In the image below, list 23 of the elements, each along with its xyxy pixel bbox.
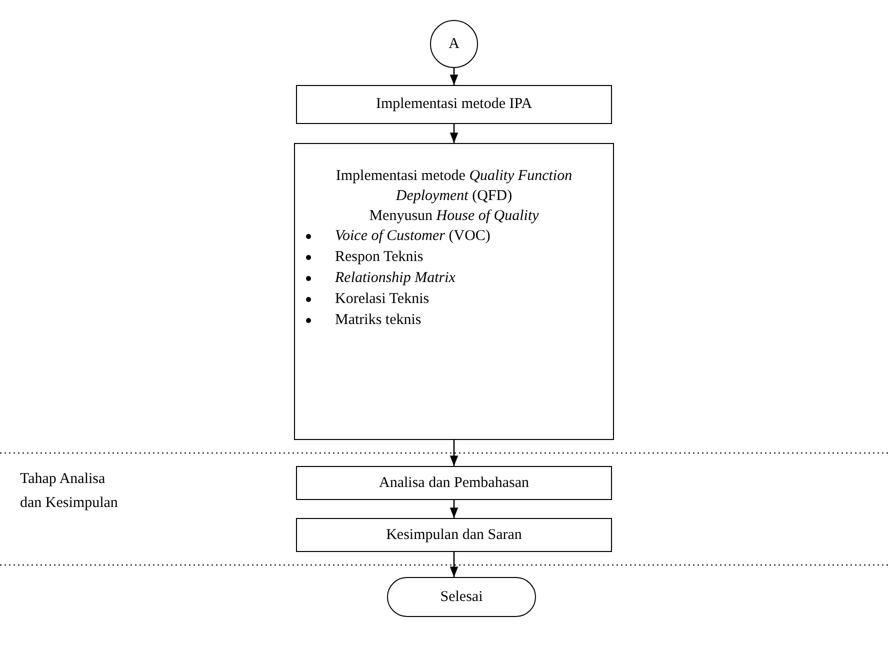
bullet-item: Korelasi Teknis: [335, 290, 430, 309]
process-box: [296, 85, 612, 124]
arrow: [450, 552, 458, 577]
bullet-item: Matriks teknis: [335, 311, 422, 330]
process-box: [296, 466, 612, 500]
arrow: [450, 68, 458, 85]
terminator-box: [387, 577, 536, 617]
node-text: Analisa dan Pembahasan: [379, 474, 529, 493]
node-text: A: [448, 34, 460, 54]
node-text: Implementasi metode IPA: [376, 95, 532, 114]
heading-text: Implementasi metode Quality Function Deployment (QFD): [334, 167, 574, 206]
process-box: [296, 518, 612, 552]
bullet-item: Respon Teknis: [335, 248, 424, 267]
node-text: Selesai: [440, 588, 483, 607]
bullet-item: Voice of Customer (VOC): [335, 227, 490, 246]
arrow: [450, 124, 458, 143]
node-text: Kesimpulan dan Saran: [386, 526, 522, 545]
process-box: [294, 143, 614, 440]
bullet-item: Relationship Matrix: [335, 269, 456, 288]
heading-text: Menyusun House of Quality: [368, 207, 540, 226]
arrow: [450, 440, 458, 466]
stage-label: Tahap Analisa dan Kesimpulan: [20, 470, 119, 513]
arrow: [450, 500, 458, 518]
